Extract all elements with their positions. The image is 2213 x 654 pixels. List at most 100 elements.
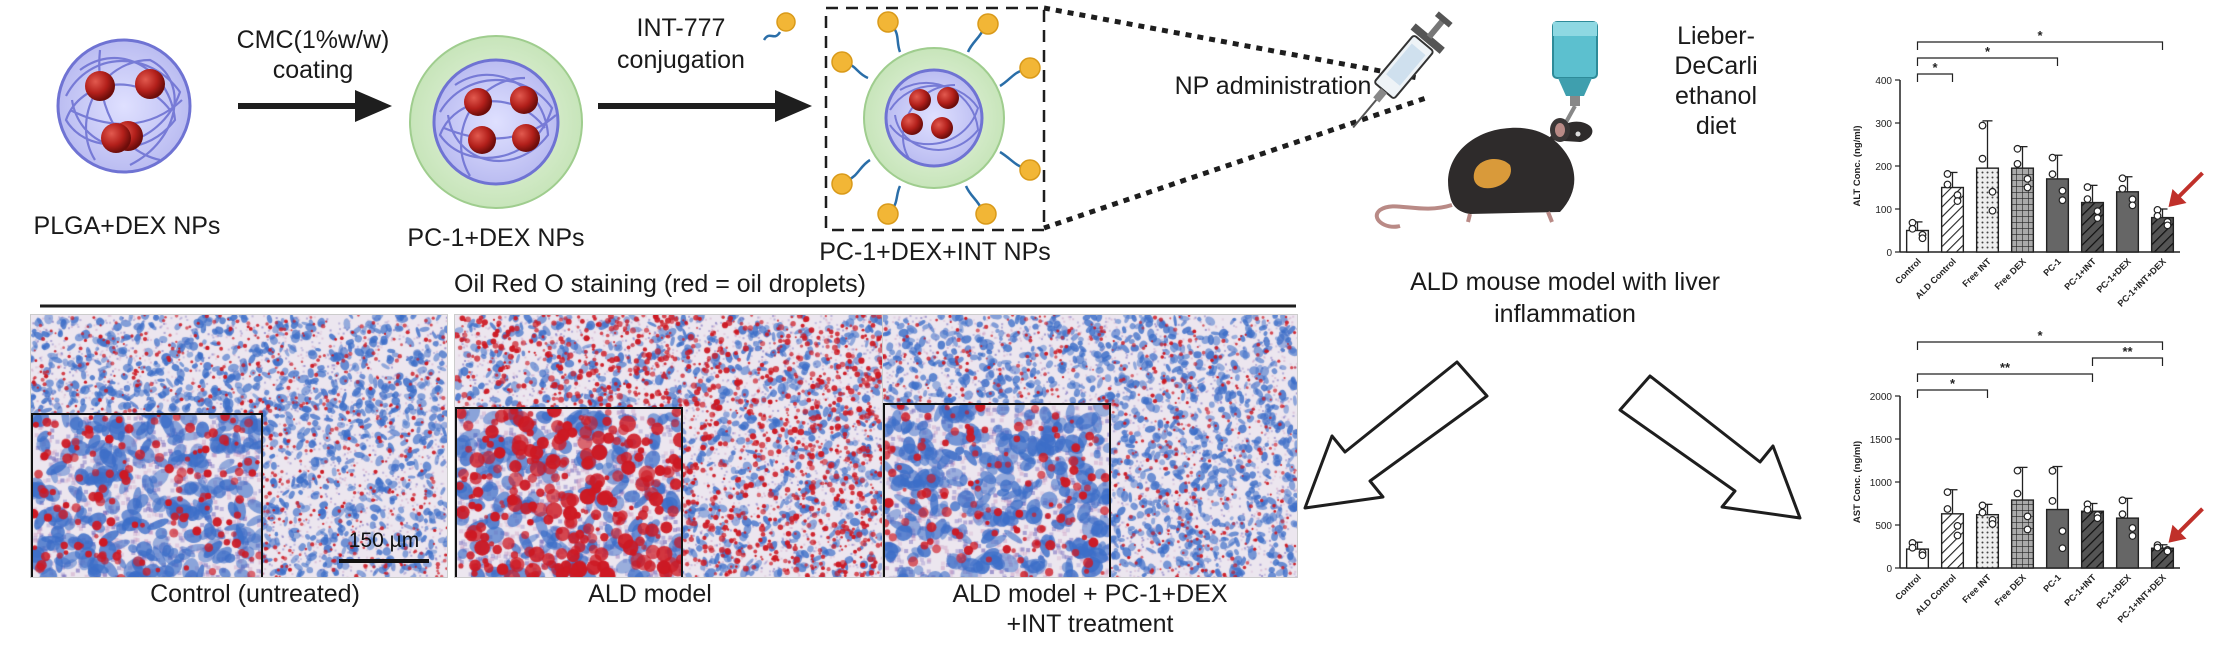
pc1-dex-int-nanoparticle — [824, 6, 1046, 232]
x-tick-label: Control — [1893, 572, 1923, 602]
data-point — [2118, 174, 2127, 183]
x-tick-label: Free DEX — [1993, 572, 2028, 607]
data-point — [1943, 488, 1952, 497]
significance-label: ** — [2122, 344, 2133, 359]
highlight-arrow-head — [2168, 189, 2187, 207]
data-point — [2048, 497, 2057, 505]
data-point — [2048, 153, 2057, 162]
scale-bar-line — [339, 559, 429, 563]
conjugation-arrow — [598, 90, 812, 122]
x-tick-label: Free DEX — [1993, 256, 2028, 291]
significance-label: * — [1950, 376, 1956, 391]
y-tick-label: 0 — [1886, 564, 1892, 575]
data-point — [2048, 170, 2057, 179]
micrograph-ald-model-inset — [455, 407, 683, 577]
data-point — [2083, 195, 2092, 204]
y-tick-label: 1000 — [1870, 478, 1893, 489]
data-point — [2058, 196, 2067, 205]
data-point — [1978, 508, 1987, 517]
treatment-panel-label-line1: ALD model + PC-1+DEX — [952, 580, 1228, 608]
model-label-line1: ALD mouse model with liver — [1410, 268, 1720, 296]
control-panel-label: Control (untreated) — [150, 580, 360, 608]
data-point — [1943, 505, 1952, 513]
significance-label: ** — [2000, 360, 2011, 375]
data-point — [1943, 170, 1952, 178]
y-tick-label: 0 — [1886, 248, 1892, 259]
x-tick-label: PC-1+INT — [2062, 256, 2098, 292]
data-point — [2013, 466, 2022, 475]
significance-bracket — [1916, 57, 2059, 66]
x-tick-label: PC-1+INT — [2062, 572, 2098, 608]
data-point — [1943, 180, 1952, 189]
y-tick-label: 400 — [1875, 76, 1892, 87]
significance-bracket — [1916, 41, 2164, 50]
significance-bracket — [2091, 357, 2164, 366]
micrograph-control-inset — [31, 413, 263, 577]
diet-label-line1: Lieber- — [1677, 22, 1755, 50]
conjugation-label-line1: INT-777 — [636, 14, 726, 42]
y-tick-label: 200 — [1875, 162, 1892, 173]
micrograph-treatment — [882, 314, 1298, 578]
significance-bracket — [1916, 73, 1954, 82]
data-point — [2023, 525, 2032, 534]
diet-label-line4: diet — [1695, 112, 1737, 140]
significance-label: * — [2037, 328, 2043, 343]
data-point — [2013, 159, 2022, 168]
data-point — [2058, 527, 2067, 535]
int777-ligand-icon — [762, 12, 796, 41]
data-point — [2118, 510, 2127, 519]
step2-label: PC-1+DEX NPs — [407, 224, 585, 252]
pc1-dex-nanoparticle — [409, 35, 583, 209]
diet-label-line2: DeCarli — [1674, 52, 1758, 80]
data-point — [1908, 224, 1917, 233]
data-point — [2083, 505, 2092, 514]
data-point — [2013, 144, 2022, 153]
plga-dex-nanoparticle — [56, 38, 192, 174]
bar-4 — [2045, 508, 2070, 569]
data-point — [1953, 197, 1962, 205]
staining-title: Oil Red O staining (red = oil droplets) — [454, 270, 866, 298]
data-point — [2013, 489, 2022, 498]
data-point — [2058, 544, 2067, 553]
micrograph-control: 150 µm — [30, 314, 448, 578]
scale-bar-label: 150 µm — [348, 529, 420, 552]
data-point — [1988, 520, 1997, 528]
y-tick-label: 300 — [1875, 119, 1892, 130]
conjugation-label-line2: conjugation — [617, 46, 745, 74]
data-point — [2153, 543, 2162, 552]
bar-1 — [1940, 513, 1965, 569]
micrograph-treatment-inset — [883, 403, 1111, 577]
data-point — [1908, 543, 1917, 552]
data-point — [1953, 531, 1962, 540]
water-bottle-icon — [1552, 21, 1598, 125]
significance-label: * — [2037, 28, 2043, 43]
data-point — [2083, 183, 2092, 191]
data-point — [2118, 496, 2127, 505]
data-point — [2128, 532, 2137, 540]
data-point — [2023, 183, 2032, 192]
administration-label: NP administration — [1174, 72, 1372, 100]
to-ast-chart-arrow — [1618, 374, 1802, 520]
treatment-panel-label-line2: +INT treatment — [1006, 610, 1174, 638]
data-point — [2163, 547, 2172, 556]
y-axis-label: AST Conc. (ng/ml) — [1852, 441, 1863, 523]
data-point — [1918, 551, 1927, 560]
data-point — [2048, 466, 2057, 475]
x-tick-label: PC-1 — [2041, 256, 2063, 278]
data-point — [1918, 234, 1927, 243]
step1-label: PLGA+DEX NPs — [33, 212, 221, 240]
data-point — [2128, 201, 2137, 210]
data-point — [1978, 501, 1987, 510]
x-tick-label: Control — [1893, 256, 1923, 286]
data-point — [2023, 174, 2032, 183]
y-tick-label: 1500 — [1870, 435, 1893, 446]
y-tick-label: 100 — [1875, 205, 1892, 216]
micrograph-ald-model — [454, 314, 884, 578]
data-point — [1978, 154, 1987, 163]
coating-arrow — [238, 90, 392, 122]
x-tick-label: Free INT — [1960, 572, 1993, 605]
coating-label-line2: coating — [272, 56, 354, 84]
data-point — [2023, 512, 2032, 521]
significance-bracket — [1916, 341, 2164, 350]
data-point — [1953, 521, 1962, 530]
